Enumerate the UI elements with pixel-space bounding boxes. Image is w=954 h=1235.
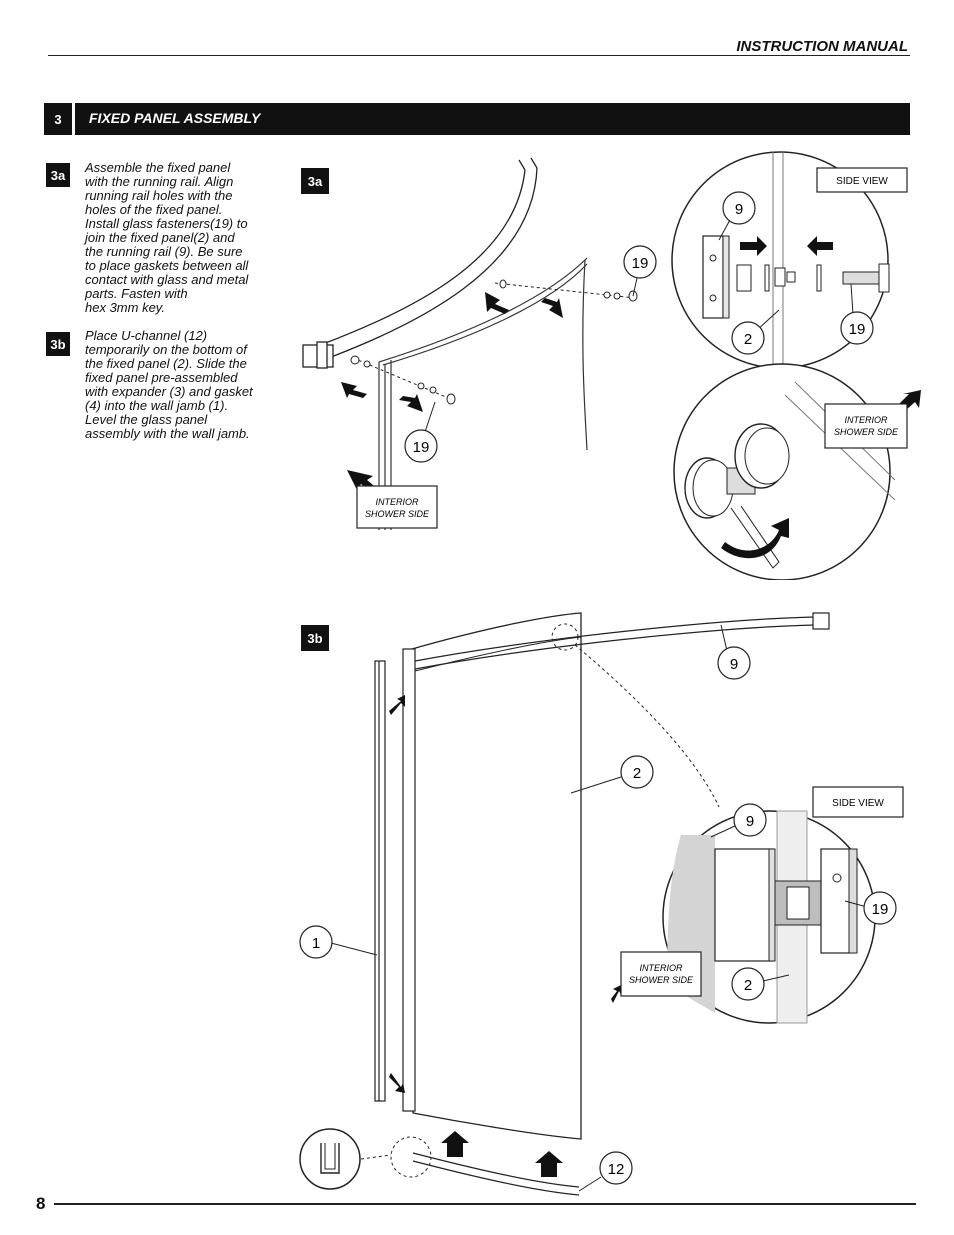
u-channel-detail: [299, 1128, 432, 1190]
svg-text:19: 19: [632, 255, 649, 272]
wall-jamb: [374, 660, 386, 1102]
footer-rule: [54, 1203, 916, 1205]
step-text-3b: Place U-channel (12) temporarily on the …: [85, 328, 253, 441]
rotate-arrow-icon: [721, 518, 789, 559]
callout-9-a: 9: [718, 191, 756, 241]
step-text-3a: Assemble the fixed panel with the runnin…: [85, 160, 249, 315]
detail-circle-3b: [662, 810, 876, 1024]
callout-9-c: 9: [710, 803, 767, 838]
figure-3b-badge: [301, 625, 329, 651]
figure-3b: 3b 9 2 1: [299, 612, 904, 1196]
detail-circle-3a-bottom: [673, 363, 921, 580]
detail-marker-rail: [551, 623, 579, 651]
svg-text:9: 9: [746, 813, 754, 830]
svg-text:SIDE VIEW: SIDE VIEW: [836, 176, 888, 187]
svg-text:1: 1: [312, 935, 320, 952]
svg-text:INTERIOR: INTERIOR: [844, 415, 888, 425]
svg-text:9: 9: [730, 656, 738, 673]
section-title: FIXED PANEL ASSEMBLY: [89, 110, 261, 126]
side-view-box-3a: SIDE VIEW: [816, 167, 908, 193]
u-channel: [412, 1152, 580, 1196]
svg-text:SHOWER SIDE: SHOWER SIDE: [834, 427, 899, 437]
arrow-icon: [740, 236, 833, 256]
running-rail-3a: [302, 157, 538, 369]
svg-text:INTERIOR: INTERIOR: [639, 963, 683, 973]
callout-1: 1: [299, 925, 378, 959]
callout-19-b: 19: [623, 245, 657, 297]
svg-text:SHOWER SIDE: SHOWER SIDE: [629, 975, 694, 985]
svg-text:SHOWER SIDE: SHOWER SIDE: [365, 509, 430, 519]
callout-2-a: 2: [731, 309, 780, 355]
callout-19-a: 19: [404, 401, 438, 463]
figure-3b-badge-text: 3b: [307, 631, 322, 646]
figure-3a-badge-text: 3a: [308, 174, 323, 189]
step-badge-3a: 3a: [46, 163, 70, 187]
manual-title: INSTRUCTION MANUAL: [736, 38, 908, 55]
svg-text:INTERIOR: INTERIOR: [375, 497, 419, 507]
page-number: 8: [36, 1194, 46, 1213]
svg-text:2: 2: [744, 331, 752, 348]
interior-label-3a-detail: INTERIOR SHOWER SIDE: [824, 403, 908, 449]
side-view-box-3b: SIDE VIEW: [812, 786, 904, 818]
interior-label-3a: INTERIOR SHOWER SIDE: [356, 485, 438, 529]
svg-text:12: 12: [608, 1161, 625, 1178]
callout-9-b: 9: [717, 624, 751, 680]
running-rail-3b: [414, 612, 830, 670]
fastener-parts-3a: [350, 279, 638, 405]
figure-3a-badge: [301, 168, 329, 194]
svg-text:2: 2: [633, 765, 641, 782]
fixed-panel-3b: [402, 612, 582, 1140]
svg-text:19: 19: [872, 901, 889, 918]
callout-12: 12: [578, 1151, 633, 1192]
callout-2-b: 2: [570, 755, 654, 794]
svg-text:SIDE VIEW: SIDE VIEW: [832, 798, 884, 809]
callout-2-c: 2: [731, 967, 790, 1001]
section-number: 3: [44, 103, 75, 135]
svg-text:2: 2: [744, 977, 752, 994]
arrow-icon: [341, 292, 563, 496]
header-rule: [48, 55, 910, 56]
section-bar: [44, 103, 910, 135]
figure-3a: 3a: [301, 151, 921, 580]
svg-text:9: 9: [735, 201, 743, 218]
svg-text:19: 19: [413, 439, 430, 456]
callout-19-d: 19: [844, 891, 897, 925]
interior-label-3b: INTERIOR SHOWER SIDE: [620, 951, 702, 997]
step-badge-3b: 3b: [46, 332, 70, 356]
callout-19-c: 19: [840, 283, 874, 345]
svg-text:19: 19: [849, 321, 866, 338]
